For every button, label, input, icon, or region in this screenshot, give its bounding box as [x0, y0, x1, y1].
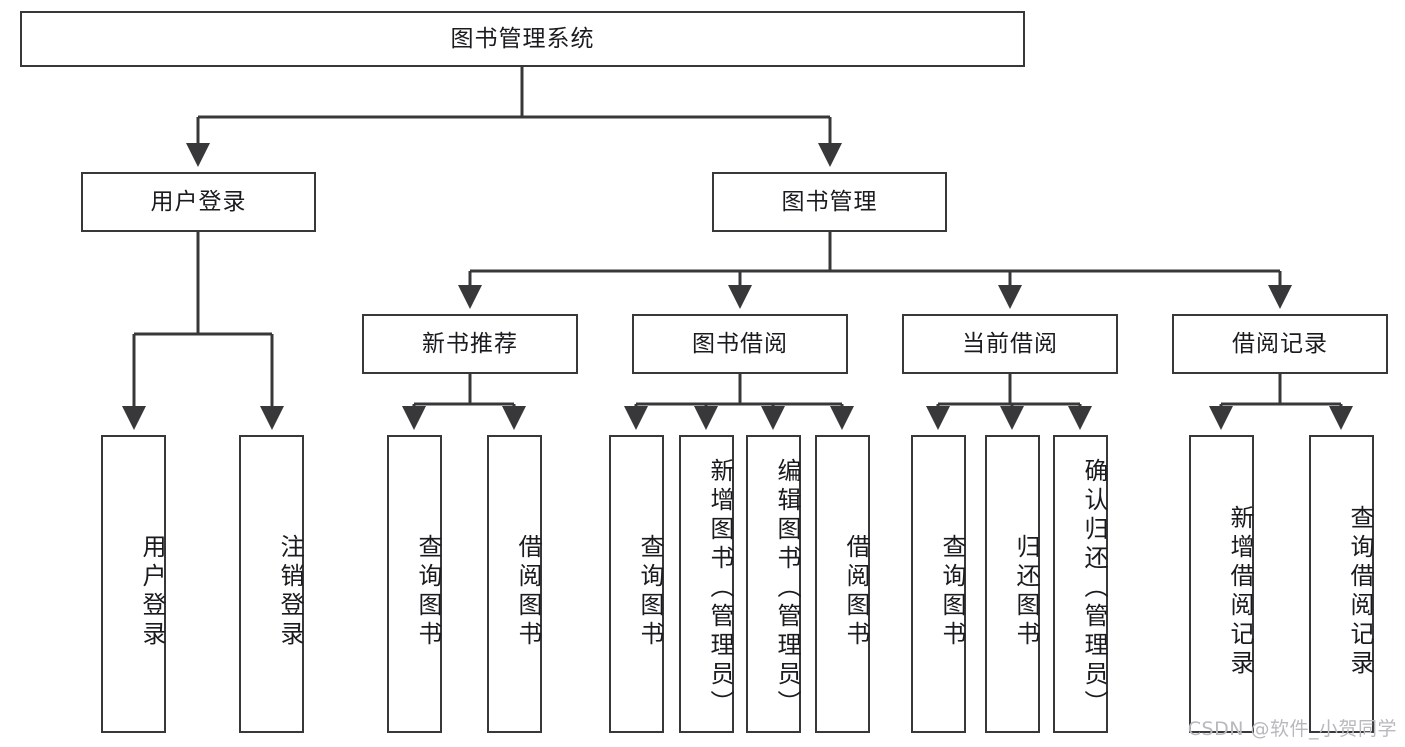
node-leaf-bb-add-book[interactable]: 新增图书（管理员） — [679, 435, 734, 733]
link-bookborrow-to-leaves — [624, 374, 854, 430]
node-leaf-cb-confirm-return-label: 确认归还（管理员） — [1080, 457, 1108, 719]
node-user-login-label: 用户登录 — [150, 188, 247, 215]
node-borrow-record[interactable]: 借阅记录 — [1172, 314, 1388, 374]
node-leaf-bb-borrow-book-label: 借阅图书 — [842, 534, 870, 650]
node-leaf-bb-borrow-book[interactable]: 借阅图书 — [815, 435, 870, 733]
node-new-book-rec-label: 新书推荐 — [422, 330, 518, 357]
node-user-login[interactable]: 用户登录 — [81, 172, 316, 232]
node-book-manage[interactable]: 图书管理 — [712, 172, 947, 232]
node-leaf-cb-return-book[interactable]: 归还图书 — [985, 435, 1040, 733]
node-leaf-user-logout-label: 注销登录 — [276, 534, 304, 650]
node-book-manage-label: 图书管理 — [781, 188, 878, 215]
node-leaf-br-add-record-label: 新增借阅记录 — [1226, 505, 1254, 679]
node-leaf-user-login-label: 用户登录 — [138, 534, 166, 650]
node-leaf-bb-edit-book[interactable]: 编辑图书（管理员） — [746, 435, 801, 733]
node-borrow-record-label: 借阅记录 — [1232, 330, 1328, 357]
node-leaf-cb-query-book[interactable]: 查询图书 — [911, 435, 966, 733]
link-newbookrec-to-leaves — [402, 374, 526, 430]
node-current-borrow-label: 当前借阅 — [962, 330, 1058, 357]
node-leaf-user-logout[interactable]: 注销登录 — [239, 435, 304, 733]
link-currentborrow-to-leaves — [926, 374, 1092, 430]
node-leaf-rec-borrow-book-label: 借阅图书 — [514, 534, 542, 650]
link-borrowrecord-to-leaves — [1209, 374, 1353, 430]
node-root[interactable]: 图书管理系统 — [20, 11, 1025, 67]
node-leaf-rec-query-book-label: 查询图书 — [414, 534, 442, 650]
node-leaf-bb-query-book[interactable]: 查询图书 — [609, 435, 664, 733]
node-root-label: 图书管理系统 — [450, 25, 595, 52]
watermark-text: CSDN @软件_小贺同学 — [1187, 718, 1397, 740]
node-new-book-rec[interactable]: 新书推荐 — [362, 314, 578, 374]
node-leaf-bb-query-book-label: 查询图书 — [636, 534, 664, 650]
node-book-borrow-label: 图书借阅 — [692, 330, 788, 357]
node-leaf-cb-query-book-label: 查询图书 — [938, 534, 966, 650]
node-leaf-cb-confirm-return[interactable]: 确认归还（管理员） — [1053, 435, 1108, 733]
link-bookmanage-to-level3 — [458, 232, 1292, 309]
link-root-to-level2 — [186, 67, 842, 167]
node-leaf-br-query-record-label: 查询借阅记录 — [1346, 505, 1374, 679]
node-current-borrow[interactable]: 当前借阅 — [902, 314, 1118, 374]
node-leaf-bb-add-book-label: 新增图书（管理员） — [706, 457, 734, 719]
node-book-borrow[interactable]: 图书借阅 — [632, 314, 848, 374]
node-leaf-user-login[interactable]: 用户登录 — [101, 435, 166, 733]
node-leaf-cb-return-book-label: 归还图书 — [1012, 534, 1040, 650]
node-leaf-br-query-record[interactable]: 查询借阅记录 — [1309, 435, 1374, 733]
node-leaf-bb-edit-book-label: 编辑图书（管理员） — [773, 457, 801, 719]
link-userlogin-to-leaves — [122, 232, 284, 430]
node-leaf-br-add-record[interactable]: 新增借阅记录 — [1189, 435, 1254, 733]
node-leaf-rec-borrow-book[interactable]: 借阅图书 — [487, 435, 542, 733]
node-leaf-rec-query-book[interactable]: 查询图书 — [387, 435, 442, 733]
